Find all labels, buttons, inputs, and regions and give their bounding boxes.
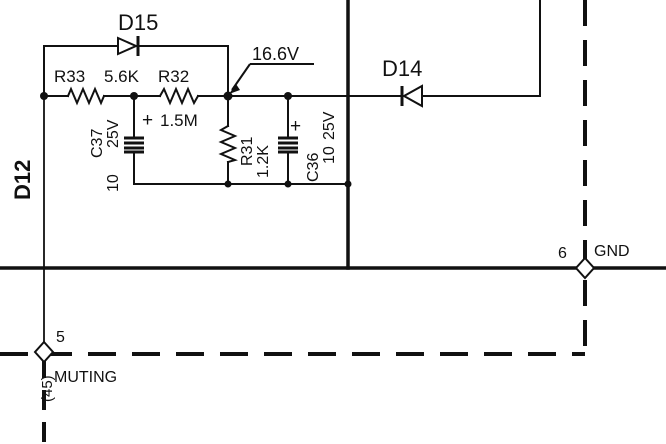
label-r31: R31 [239, 137, 256, 166]
junction-main [223, 91, 233, 101]
label-c37-plus: + [142, 110, 153, 131]
label-pin5: 5 [56, 329, 65, 346]
junction-c36 [284, 92, 292, 100]
label-r32: R32 [158, 67, 189, 86]
capacitor-c37-symbol [124, 136, 144, 154]
label-gnd: GND [594, 243, 630, 260]
diode-d15-symbol [117, 36, 140, 56]
label-r33-value: 5.6K [104, 67, 140, 86]
label-voltage: 16.6V [252, 44, 299, 64]
junction-c36-bottom [284, 180, 292, 188]
terminal-pin5 [33, 340, 55, 364]
junction-r33-r32 [130, 92, 138, 100]
junctions [40, 91, 352, 188]
label-muting: MUTING [54, 369, 117, 386]
label-pin45: (45) [39, 375, 56, 402]
label-d12: D12 [10, 160, 35, 200]
label-c37-rating: 25V [105, 119, 122, 148]
dashed-boundary [0, 0, 587, 444]
label-d15: D15 [118, 10, 158, 35]
label-c36-rating: 25V [321, 111, 338, 140]
wiring [0, 0, 666, 347]
label-c36: C36 [305, 153, 322, 182]
label-r33: R33 [54, 67, 85, 86]
label-c36-plus: + [290, 116, 301, 137]
resistor-r33-symbol [66, 86, 106, 106]
label-c36-value: 10 [321, 146, 338, 164]
label-r32-value: 1.5M [160, 111, 198, 130]
label-r31-value: 1.2K [255, 145, 272, 178]
junction-r31-bottom [224, 180, 232, 188]
capacitor-c36-symbol [278, 136, 298, 154]
resistor-r31-symbol [218, 124, 238, 164]
label-c37-value: 10 [105, 174, 122, 192]
terminal-pin6 [574, 256, 596, 280]
voltage-leader [229, 63, 314, 94]
label-d14: D14 [382, 56, 422, 81]
junction-left [40, 92, 48, 100]
junction-ground [344, 180, 352, 188]
label-c37: C37 [89, 129, 106, 158]
label-pin6: 6 [558, 245, 567, 262]
resistor-r32-symbol [158, 86, 200, 106]
diode-d14-symbol [400, 84, 423, 108]
